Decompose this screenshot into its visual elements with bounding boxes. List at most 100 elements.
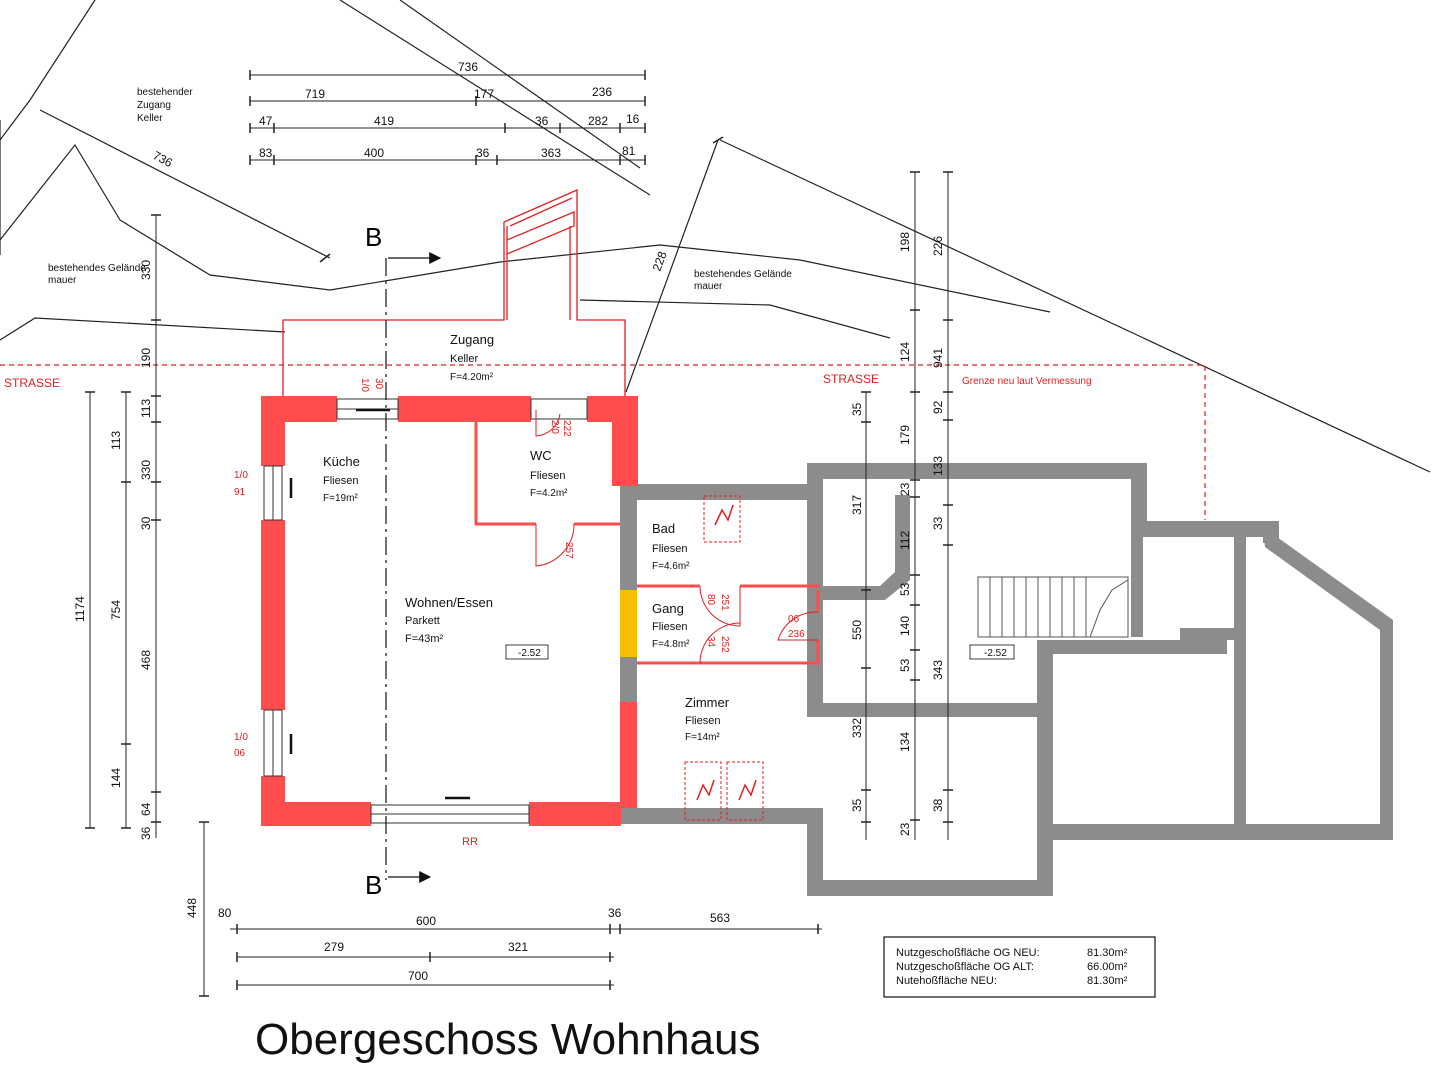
mark-d3: 257 [563, 542, 574, 559]
dim-left-a-2: 113 [139, 399, 153, 418]
mark-d5: 251 [719, 594, 730, 611]
dim-bottom-r1-3: 563 [710, 911, 730, 925]
mark-d4: 80 [705, 594, 716, 606]
dim-right-b-9: 23 [898, 822, 912, 836]
room-wc-area: F=4.2m² [530, 488, 568, 499]
area-row-2-value: 81.30m² [1087, 975, 1128, 987]
window-sashes [289, 408, 470, 800]
dim-top-r4-3: 363 [541, 146, 561, 160]
level-marker-main [505, 644, 549, 660]
mark-d9: 236 [788, 629, 805, 640]
dim-bottom-r1-2: 36 [608, 906, 622, 920]
terrain-note-left-2: mauer [48, 275, 77, 286]
dim-bottom-r1-1: 600 [416, 914, 436, 928]
mark-d6: 34 [705, 636, 716, 648]
dim-top-r2-0: 719 [305, 87, 325, 101]
area-row-0-value: 81.30m² [1087, 947, 1128, 959]
dim-left-d-0: 448 [185, 898, 199, 918]
section-label-top: B [365, 222, 382, 252]
dim-bottom-r3-0: 700 [408, 969, 428, 983]
dim-right-b-2: 179 [898, 425, 912, 445]
level-marker-right [969, 644, 1015, 660]
zugang-outline [282, 189, 626, 396]
doors [535, 410, 819, 664]
dim-left-b-1: 754 [109, 600, 123, 620]
dim-bottom-r1-0: 80 [218, 906, 232, 920]
dim-right-b-6: 140 [898, 616, 912, 636]
fixtures [684, 495, 764, 821]
dim-top-r3-0: 47 [259, 114, 273, 128]
dim-right-c-4: 33 [931, 516, 945, 530]
terrain-note-left-1: bestehendes Gelände [48, 263, 146, 274]
dim-top-r3-1: 419 [374, 114, 394, 128]
dim-left-b-2: 144 [109, 768, 123, 788]
room-zugang-area: F=4.20m² [450, 372, 494, 383]
mark-d7: 252 [719, 636, 730, 653]
room-wohnen-area: F=43m² [405, 633, 444, 645]
street-label-right: STRASSE [823, 372, 879, 386]
area-row-1-label: Nutzgeschoßfläche OG ALT: [896, 961, 1034, 973]
existing-walls [620, 463, 1393, 896]
room-zimmer-name: Zimmer [685, 695, 730, 710]
partitions [474, 422, 820, 665]
room-zugang-sub: Keller [450, 353, 478, 365]
access-note-1: bestehender [137, 87, 193, 98]
dim-left-b-0: 113 [109, 431, 123, 450]
boundary-note: Grenze neu laut Vermessung [962, 376, 1092, 387]
dim-right-b-3: 23 [898, 482, 912, 496]
room-gang-name: Gang [652, 601, 684, 616]
staircase [977, 576, 1129, 638]
dim-top-r4-4: 81 [622, 144, 636, 158]
terrain-note-right-1: bestehendes Gelände [694, 269, 792, 280]
area-table [883, 936, 1156, 998]
new-walls [261, 396, 638, 826]
dim-left-c-0: 1174 [73, 596, 87, 622]
terrain-diag-2: 228 [650, 249, 670, 273]
dim-right-c-2: 92 [931, 400, 945, 414]
dim-bottom-r2-1: 321 [508, 940, 528, 954]
dimension-ticks [85, 70, 953, 997]
dim-right-a-0: 35 [850, 402, 864, 416]
dim-right-b-7: 53 [898, 658, 912, 672]
dim-top-r2-1: 177 [474, 87, 494, 101]
dim-top-r4-2: 36 [476, 146, 490, 160]
section-label-bottom: B [365, 870, 382, 900]
dim-right-c-3: 133 [931, 456, 945, 476]
windows [263, 398, 588, 824]
mark-d8: 06 [788, 614, 800, 625]
dim-top-r4-1: 400 [364, 146, 384, 160]
dim-right-c-1: 941 [931, 348, 945, 368]
mark-w1b: 30 [373, 378, 384, 390]
mark-w2b: 91 [234, 487, 246, 498]
room-wc-name: WC [530, 448, 552, 463]
mark-d2: 222 [561, 420, 572, 437]
dim-right-b-1: 124 [898, 342, 912, 362]
dimension-lines [89, 74, 949, 996]
room-wohnen-sub: Parkett [405, 615, 440, 627]
dim-left-a-7: 36 [139, 826, 153, 840]
dim-right-b-8: 134 [898, 732, 912, 752]
room-gang-area: F=4.8m² [652, 639, 690, 650]
room-bad-sub: Fliesen [652, 543, 687, 555]
room-kueche-area: F=19m² [323, 493, 358, 504]
terrain-ticks [319, 136, 724, 263]
room-wc-sub: Fliesen [530, 470, 565, 482]
mark-w1a: 1/0 [359, 378, 370, 392]
room-kueche-sub: Fliesen [323, 475, 358, 487]
dim-right-a-1: 317 [850, 495, 864, 515]
dim-right-c-5: 343 [931, 660, 945, 680]
terrain-note-right-2: mauer [694, 281, 723, 292]
dim-top-r3-3: 282 [588, 114, 608, 128]
page-title: Obergeschoss Wohnhaus [255, 1015, 760, 1064]
street-label-left: STRASSE [4, 376, 60, 390]
room-zugang-name: Zugang [450, 332, 494, 347]
dim-right-c-6: 38 [931, 798, 945, 812]
room-gang-sub: Fliesen [652, 621, 687, 633]
area-row-2-label: Nutehoßfläche NEU: [896, 975, 997, 987]
dim-left-a-6: 64 [139, 802, 153, 816]
dim-left-a-0: 330 [139, 260, 153, 280]
room-zimmer-sub: Fliesen [685, 715, 720, 727]
terrain-lines [0, 0, 1431, 473]
street-boundary [0, 364, 1206, 520]
dim-right-c-0: 226 [931, 236, 945, 256]
